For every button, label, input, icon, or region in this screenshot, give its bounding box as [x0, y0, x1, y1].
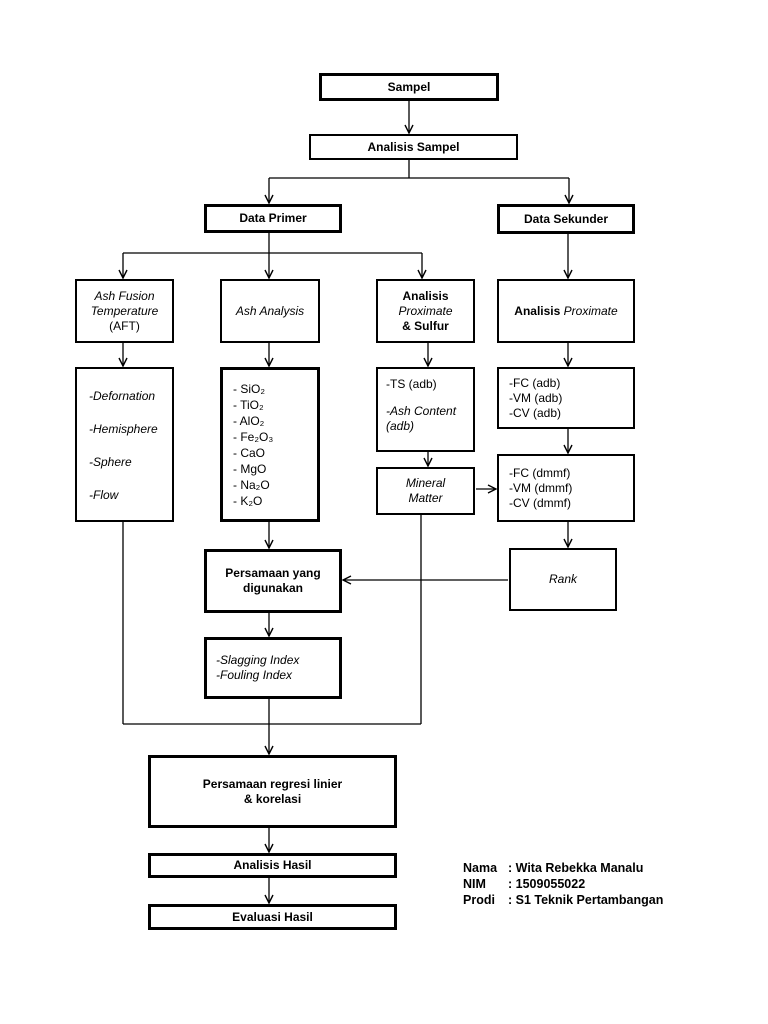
mineral-matter-line2: Matter — [408, 491, 443, 505]
author-nim-row: NIM : 1509055022 — [463, 876, 663, 892]
compound-cao: - CaO — [233, 445, 266, 460]
node-analisis-proximate-sulfur: Analisis Proximate & Sulfur — [376, 279, 475, 343]
slagging-index: -Slagging Index — [216, 653, 300, 667]
evaluasi-hasil-label: Evaluasi Hasil — [232, 909, 313, 924]
node-sampel-label: Sampel — [387, 79, 431, 94]
node-data-primer-label: Data Primer — [239, 211, 307, 225]
cv-dmmf: -CV (dmmf) — [509, 495, 571, 510]
node-rank: Rank — [509, 548, 617, 611]
prodi-value: : S1 Teknik Pertambangan — [508, 893, 664, 907]
node-mineral-matter: Mineral Matter — [376, 467, 475, 515]
aft-result-2: -Sphere — [89, 455, 132, 469]
compound-sio2: - SiO₂ — [233, 381, 265, 396]
ts-adb: -TS (adb) — [386, 377, 437, 391]
analisis-hasil-label: Analisis Hasil — [233, 858, 312, 872]
aft-result-3: -Flow — [89, 488, 119, 502]
nama-label: Nama — [463, 861, 498, 875]
node-ash-fusion-temperature: Ash Fusion Temperature (AFT) — [75, 279, 174, 343]
author-prodi-row: Prodi : S1 Teknik Pertambangan — [463, 892, 663, 908]
node-aft-results: -Defornation -Hemisphere -Sphere -Flow — [75, 367, 174, 522]
fc-adb: -FC (adb) — [509, 375, 561, 390]
node-ts-ash-content: -TS (adb) -Ash Content (adb) — [376, 367, 475, 452]
compound-mgo: - MgO — [233, 461, 267, 476]
rank-label: Rank — [548, 572, 577, 586]
analisis-proximate-prefix: Analisis — [514, 303, 564, 318]
node-ash-compounds: - SiO₂ - TiO₂ - AlO₂ - Fe₂O₃ - CaO - MgO… — [220, 367, 320, 522]
nim-label: NIM — [463, 877, 486, 891]
proximate-sulfur-line3: & Sulfur — [402, 318, 449, 333]
node-data-sekunder-label: Data Sekunder — [523, 211, 609, 226]
aft-line3: (AFT) — [109, 318, 140, 333]
persamaan-line2: digunakan — [242, 581, 303, 595]
node-sampel: Sampel — [319, 73, 499, 101]
vm-dmmf: -VM (dmmf) — [509, 480, 573, 495]
author-nama-row: Nama : Wita Rebekka Manalu — [463, 860, 663, 876]
analisis-proximate-text: Analisis Proximate — [514, 304, 617, 319]
ash-content-line1: -Ash Content — [386, 404, 457, 418]
node-analisis-hasil: Analisis Hasil — [148, 853, 397, 878]
cv-adb: -CV (adb) — [509, 405, 562, 420]
aft-line2: Temperature — [90, 303, 159, 318]
node-analisis-sampel: Analisis Sampel — [309, 134, 518, 160]
aft-result-0: -Defornation — [89, 389, 156, 403]
author-info: Nama : Wita Rebekka Manalu NIM : 1509055… — [463, 860, 663, 908]
prodi-label: Prodi — [463, 893, 495, 907]
mineral-matter-line1: Mineral — [405, 476, 446, 490]
node-ash-analysis: Ash Analysis — [220, 279, 320, 343]
persamaan-line1: Persamaan yang — [225, 566, 321, 580]
node-persamaan: Persamaan yang digunakan — [204, 549, 342, 613]
node-ash-analysis-label: Ash Analysis — [235, 303, 305, 318]
regresi-line1: Persamaan regresi linier — [202, 776, 343, 791]
proximate-sulfur-line2: Proximate — [398, 303, 453, 318]
aft-line1: Ash Fusion — [94, 288, 155, 303]
compound-alo2: - AlO₂ — [233, 413, 265, 428]
compound-k2o: - K₂O — [233, 493, 263, 508]
vm-adb: -VM (adb) — [509, 390, 563, 405]
fc-dmmf: -FC (dmmf) — [509, 465, 571, 480]
aft-result-1: -Hemisphere — [89, 422, 158, 436]
compound-fe2o3: - Fe₂O₃ — [233, 429, 274, 444]
node-dmmf-values: -FC (dmmf) -VM (dmmf) -CV (dmmf) — [497, 454, 635, 522]
analisis-proximate-italic: Proximate — [563, 303, 618, 318]
node-evaluasi-hasil: Evaluasi Hasil — [148, 904, 397, 930]
node-data-primer: Data Primer — [204, 204, 342, 233]
node-indices: -Slagging Index -Fouling Index — [204, 637, 342, 699]
node-adb-values: -FC (adb) -VM (adb) -CV (adb) — [497, 367, 635, 429]
node-analisis-sampel-label: Analisis Sampel — [367, 139, 460, 154]
node-data-sekunder: Data Sekunder — [497, 204, 635, 234]
fouling-index: -Fouling Index — [216, 668, 293, 682]
regresi-line2: & korelasi — [243, 791, 302, 806]
node-analisis-proximate: Analisis Proximate — [497, 279, 635, 343]
proximate-sulfur-line1: Analisis — [402, 288, 449, 303]
compound-na2o: - Na₂O — [233, 477, 270, 492]
nama-value: : Wita Rebekka Manalu — [508, 861, 644, 875]
node-regresi: Persamaan regresi linier & korelasi — [148, 755, 397, 828]
ash-content-line2: (adb) — [386, 419, 415, 433]
compound-tio2: - TiO₂ — [233, 397, 264, 412]
nim-value: : 1509055022 — [508, 877, 586, 891]
